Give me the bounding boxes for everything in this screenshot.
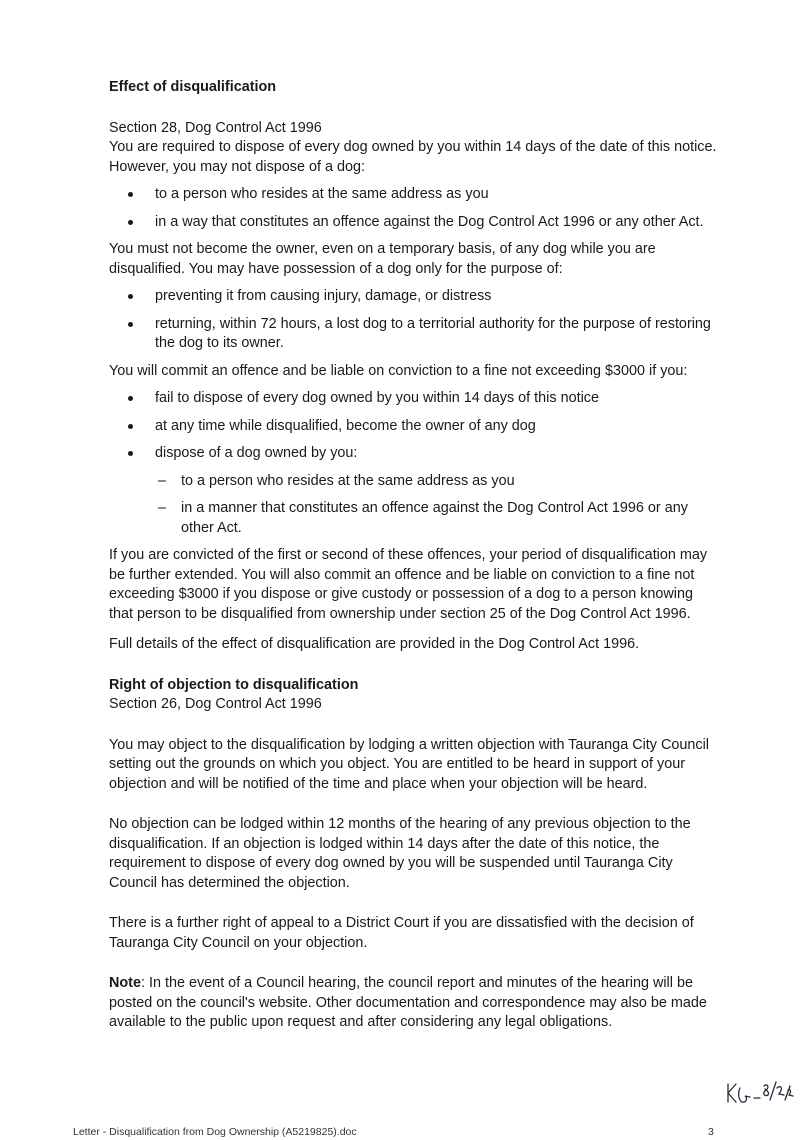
dispose-list: to a person who resides at the same addr… [109,185,719,232]
page-number: 3 [708,1126,714,1138]
handwritten-initials-date [727,1081,794,1103]
convicted-paragraph: If you are convicted of the first or sec… [109,547,708,622]
offence-sublist: to a person who resides at the same addr… [155,472,719,539]
note-label: Note [109,975,141,991]
owner-paragraph: You must not become the owner, even on a… [109,241,656,277]
document-body: Effect of disqualification Section 28, D… [109,78,719,1033]
list-item: dispose of a dog owned by you: to a pers… [109,444,719,538]
effect-section-ref: Section 28, Dog Control Act 1996 [109,119,322,136]
full-details-paragraph: Full details of the effect of disqualifi… [109,636,640,652]
list-item-text: dispose of a dog owned by you: [155,445,358,461]
effect-heading: Effect of disqualification [109,79,277,95]
note-paragraph: Note: In the event of a Council hearing,… [109,974,719,1033]
list-item: at any time while disqualified, become t… [109,417,719,437]
objection-paragraph-3: There is a further right of appeal to a … [109,915,694,951]
effect-intro: You are required to dispose of every dog… [109,139,717,175]
sublist-item: to a person who resides at the same addr… [155,472,719,492]
offence-list: fail to dispose of every dog owned by yo… [109,389,719,538]
objection-paragraph-2: No objection can be lodged within 12 mon… [109,816,691,891]
list-item: returning, within 72 hours, a lost dog t… [109,315,719,354]
list-item: preventing it from causing injury, damag… [109,287,719,307]
objection-section-ref: Section 26, Dog Control Act 1996 [109,696,322,712]
offence-paragraph: You will commit an offence and be liable… [109,362,688,379]
possession-list: preventing it from causing injury, damag… [109,287,719,354]
objection-heading: Right of objection to disqualification [109,676,359,693]
list-item: to a person who resides at the same addr… [109,185,719,205]
sublist-item: in a manner that constitutes an offence … [155,499,719,538]
list-item: fail to dispose of every dog owned by yo… [109,389,719,409]
objection-paragraph-1: You may object to the disqualification b… [109,736,709,792]
list-item: in a way that constitutes an offence aga… [109,213,719,233]
note-text: : In the event of a Council hearing, the… [109,975,707,1030]
footer-filename: Letter - Disqualification from Dog Owner… [73,1126,357,1138]
